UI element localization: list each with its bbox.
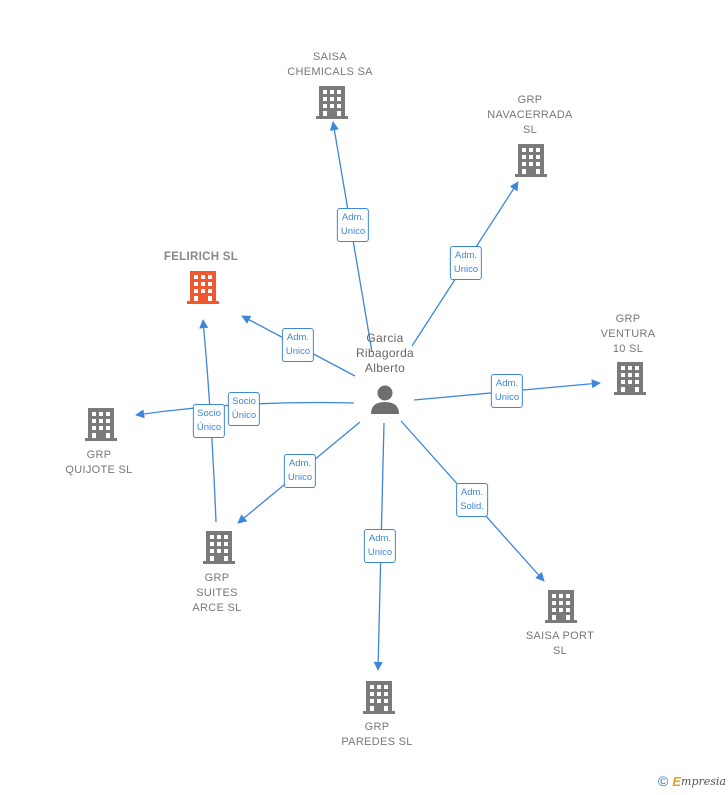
node-label-saisa-port[interactable]: SAISA PORT SL	[525, 630, 595, 657]
person-label[interactable]: Garcia Ribagorda Alberto	[355, 331, 415, 375]
building-icon-grp-quijote[interactable]	[85, 408, 117, 441]
node-label-grp-navacerrada[interactable]: GRP NAVACERRADA SL	[487, 94, 573, 136]
node-label-grp-paredes[interactable]: GRP PAREDES SL	[341, 721, 413, 748]
edge-label-grp-quijote: Socio Único	[192, 404, 226, 438]
building-icon-grp-paredes[interactable]	[363, 681, 395, 714]
person-icon[interactable]	[371, 385, 399, 415]
copyright-icon: ©	[658, 773, 669, 789]
building-icon-felirich[interactable]	[187, 271, 219, 304]
building-icon-grp-navacerrada[interactable]	[515, 144, 547, 177]
edge-label-grp-suites-arce: Adm. Unico	[283, 454, 317, 488]
edge-label-grp-paredes: Adm. Unico	[363, 529, 397, 563]
edge-label-grp-navacerrada: Adm. Unico	[449, 246, 483, 280]
edge-label-felirich-socio: Socio Único	[227, 392, 261, 426]
brand-name: mpresia	[681, 774, 726, 788]
building-icon-saisa-chemicals[interactable]	[316, 86, 348, 119]
node-label-grp-ventura[interactable]: GRP VENTURA 10 SL	[600, 313, 656, 355]
node-label-felirich[interactable]: FELIRICH SL	[163, 251, 239, 263]
node-label-grp-suites-arce[interactable]: GRP SUITES ARCE SL	[192, 572, 242, 614]
node-label-grp-quijote[interactable]: GRP QUIJOTE SL	[65, 449, 133, 476]
edge-label-saisa-chemicals: Adm. Unico	[336, 208, 370, 242]
edge-label-grp-ventura: Adm. Unico	[490, 374, 524, 408]
edge-label-felirich-adm: Adm. Unico	[281, 328, 315, 362]
edge-label-saisa-port: Adm. Solid.	[456, 483, 488, 517]
node-label-saisa-chemicals[interactable]: SAISA CHEMICALS SA	[287, 51, 373, 78]
brand-logo-e: E	[672, 773, 682, 789]
building-icon-grp-suites-arce[interactable]	[203, 531, 235, 564]
building-icon-saisa-port[interactable]	[545, 590, 577, 623]
building-icon-grp-ventura[interactable]	[614, 362, 646, 395]
